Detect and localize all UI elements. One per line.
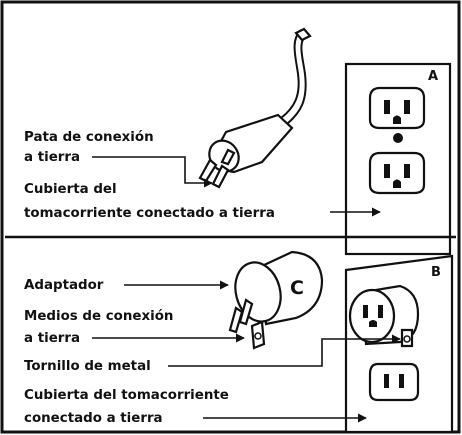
outlet-b-lower-receptacle: [368, 362, 420, 402]
outlet-b-label-line2: conectado a tierra: [24, 411, 163, 426]
adapter-c-marker: C: [290, 277, 304, 299]
outlet-a-label-line1: Cubierta del: [24, 182, 117, 197]
outlet-b-cover-plate: [344, 254, 454, 434]
outlet-a-center-screw: [393, 133, 403, 143]
outlet-b-marker: B: [431, 265, 441, 280]
outlet-a-marker: A: [428, 69, 438, 84]
adapter-c: C: [228, 250, 324, 350]
metal-screw-arrow: [168, 334, 401, 367]
outlet-b-label-line1: Cubierta del tomacorriente: [24, 388, 229, 403]
adapter-label: Adaptador: [24, 278, 104, 293]
grounding-means-label-line2: a tierra: [24, 331, 80, 346]
grounding-pin-label-line2: a tierra: [24, 150, 80, 165]
three-prong-plug: [198, 27, 312, 189]
outlet-a-lower-receptacle: [368, 151, 426, 195]
grounding-pin-label-line1: Pata de conexión: [24, 129, 154, 145]
outlet-a-upper-receptacle: [368, 86, 426, 130]
metal-screw-label: Tornillo de metal: [24, 359, 151, 374]
outlet-a-label-line2: tomacorriente conectado a tierra: [24, 206, 275, 221]
grounding-means-label-line1: Medios de conexión: [24, 308, 173, 324]
outlet-a: A: [344, 62, 452, 256]
outlet-b-adapter: [348, 284, 420, 348]
grounding-pin-arrow: [92, 156, 213, 188]
outlet-b: B: [344, 254, 454, 434]
